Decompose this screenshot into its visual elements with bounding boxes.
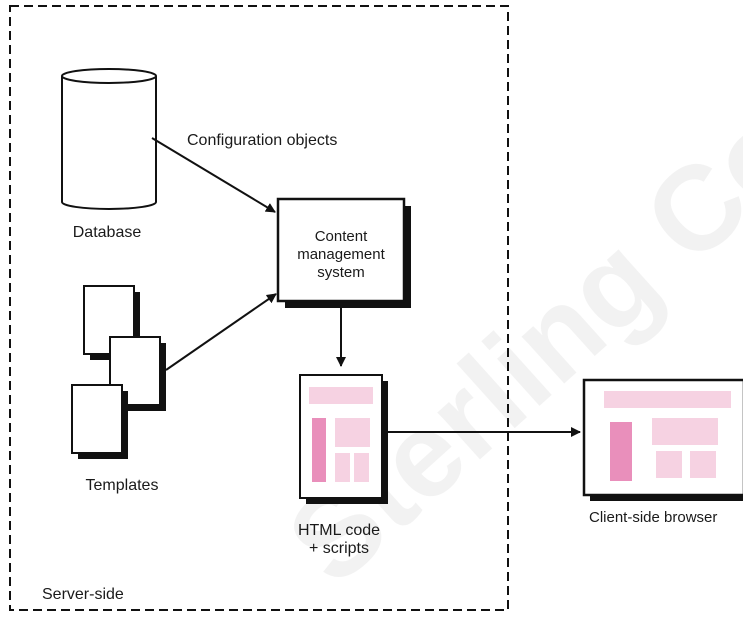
templates-label: Templates xyxy=(86,477,159,494)
cms-label-line-2: management xyxy=(297,246,385,263)
database-label: Database xyxy=(73,224,142,241)
cms-label-line-1: Content xyxy=(315,228,368,245)
template-page-icon xyxy=(71,384,128,459)
cms-label-line-3: system xyxy=(317,264,365,281)
templates-arrow xyxy=(165,293,277,371)
config-arrow xyxy=(151,137,276,213)
browser-window-icon xyxy=(582,378,743,501)
config-arrow-label: Configuration objects xyxy=(187,132,337,149)
html-label-line-2: + scripts xyxy=(309,540,369,557)
browser-label: Client-side browser xyxy=(589,509,717,526)
html-document-icon xyxy=(299,374,388,504)
html-label-line-1: HTML code xyxy=(298,522,380,539)
server-side-label: Server-side xyxy=(42,586,124,603)
cms-box xyxy=(276,197,411,308)
server-side-region xyxy=(9,5,509,611)
database-icon xyxy=(61,68,157,210)
